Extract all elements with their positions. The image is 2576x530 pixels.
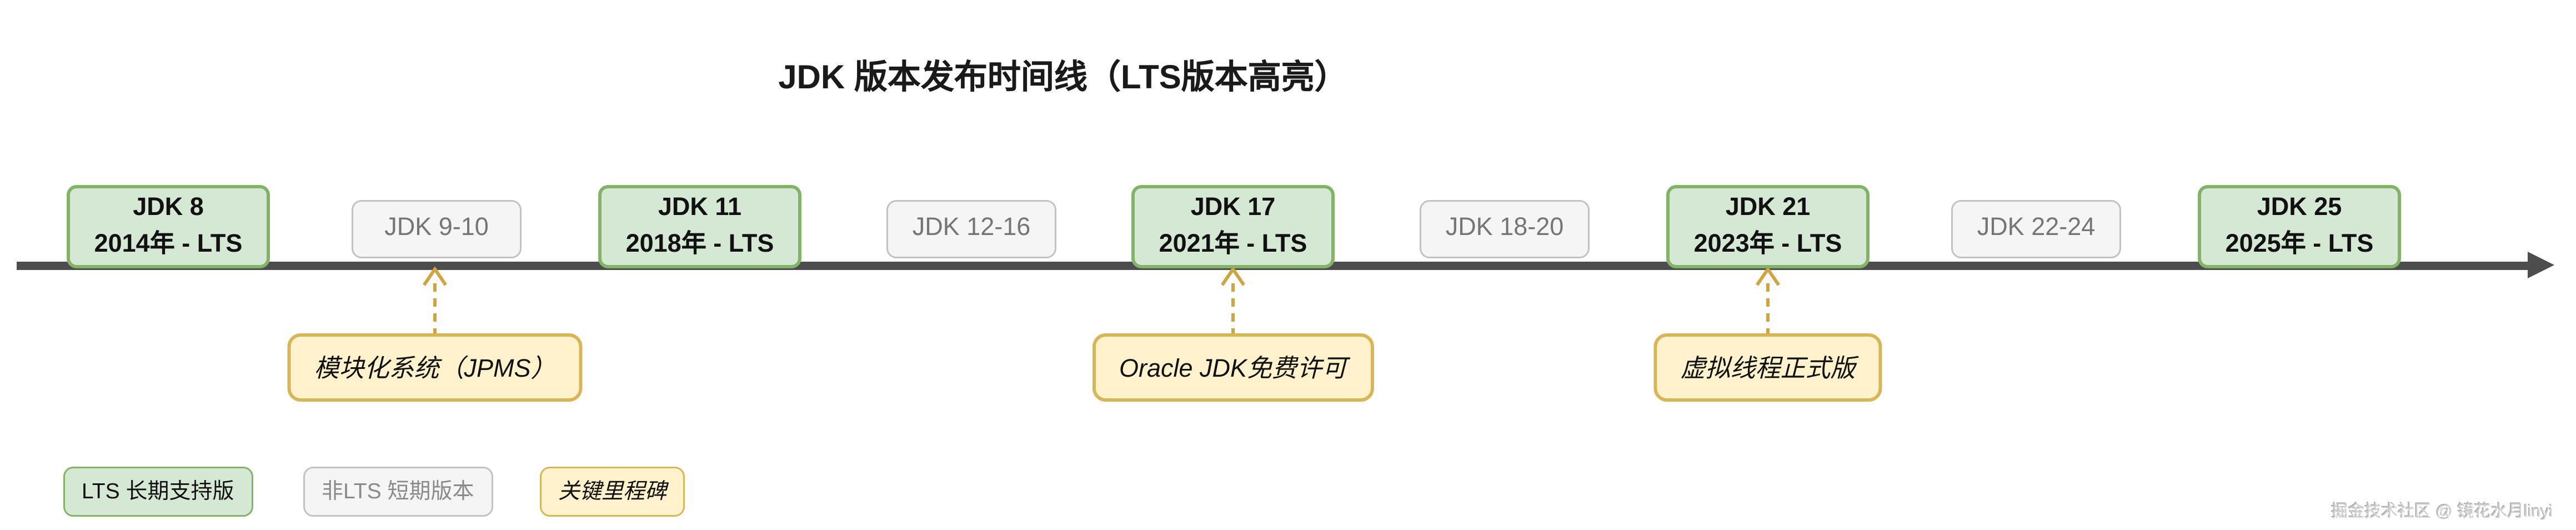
- version-detail: 2014年 - LTS: [94, 230, 243, 258]
- diagram-title: JDK 版本发布时间线（LTS版本高亮）: [778, 60, 1348, 97]
- version-name: JDK 12-16: [912, 213, 1031, 242]
- legend-item-milestone: 关键里程碑: [540, 467, 685, 517]
- milestone-connector-arrow-icon: [423, 267, 447, 335]
- version-name: JDK 11: [658, 193, 742, 222]
- version-name: JDK 18-20: [1445, 213, 1564, 242]
- version-name: JDK 17: [1190, 193, 1276, 222]
- version-box-jdk-25: JDK 25 2025年 - LTS: [2198, 185, 2401, 268]
- version-name: JDK 22-24: [1977, 213, 2096, 242]
- milestone-box: 虚拟线程正式版: [1653, 333, 1882, 402]
- version-detail: 2018年 - LTS: [625, 230, 774, 258]
- version-name: JDK 21: [1725, 193, 1811, 222]
- version-name: JDK 8: [133, 193, 204, 222]
- version-box-jdk-8: JDK 8 2014年 - LTS: [67, 185, 270, 268]
- version-box-jdk-9-10: JDK 9-10: [352, 200, 522, 258]
- milestone-connector-arrow-icon: [1221, 267, 1245, 335]
- version-detail: 2023年 - LTS: [1693, 230, 1842, 258]
- version-detail: 2025年 - LTS: [2225, 230, 2374, 258]
- milestone-connector-arrow-icon: [1756, 267, 1780, 335]
- version-box-jdk-12-16: JDK 12-16: [886, 200, 1056, 258]
- version-box-jdk-22-24: JDK 22-24: [1951, 200, 2121, 258]
- version-detail: 2021年 - LTS: [1159, 230, 1307, 258]
- milestone-box: Oracle JDK免费许可: [1092, 333, 1374, 402]
- version-box-jdk-11: JDK 11 2018年 - LTS: [598, 185, 801, 268]
- version-name: JDK 25: [2257, 193, 2342, 222]
- version-box-jdk-18-20: JDK 18-20: [1420, 200, 1590, 258]
- version-box-jdk-17: JDK 17 2021年 - LTS: [1131, 185, 1335, 268]
- version-name: JDK 9-10: [384, 213, 489, 242]
- legend-item-short: 非LTS 短期版本: [303, 467, 493, 517]
- timeline-arrowhead-icon: [2528, 252, 2554, 278]
- milestone-box: 模块化系统（JPMS）: [287, 333, 583, 402]
- legend-item-lts: LTS 长期支持版: [63, 467, 253, 517]
- watermark: 掘金技术社区 @ 镜花水月linyi: [2331, 503, 2553, 522]
- version-box-jdk-21: JDK 21 2023年 - LTS: [1666, 185, 1870, 268]
